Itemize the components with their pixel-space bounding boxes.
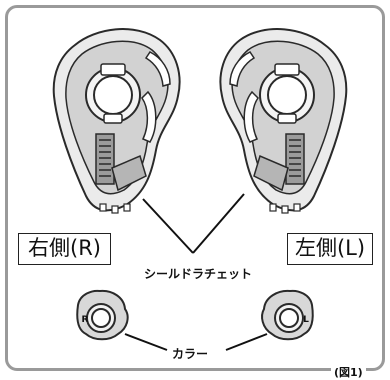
figure-frame xyxy=(5,5,385,371)
ratchet-right xyxy=(52,28,181,214)
ratchet-leader-left xyxy=(142,198,194,254)
collar-right: R xyxy=(76,289,129,341)
right-side-label: 右側(R) xyxy=(18,233,111,265)
collar-left: L xyxy=(261,289,314,341)
collar-leader-right xyxy=(225,333,268,351)
ratchet-leader-right xyxy=(192,193,245,254)
collar-label: カラー xyxy=(172,347,209,361)
shield-ratchet-label: シールドラチェット xyxy=(144,267,253,281)
left-side-label: 左側(L) xyxy=(287,233,373,265)
ratchet-left xyxy=(219,28,348,214)
collar-mark-r: R xyxy=(82,315,89,325)
figure-number: (図1) xyxy=(331,364,366,380)
collar-mark-l: L xyxy=(303,315,309,325)
collar-leader-left xyxy=(124,333,168,351)
